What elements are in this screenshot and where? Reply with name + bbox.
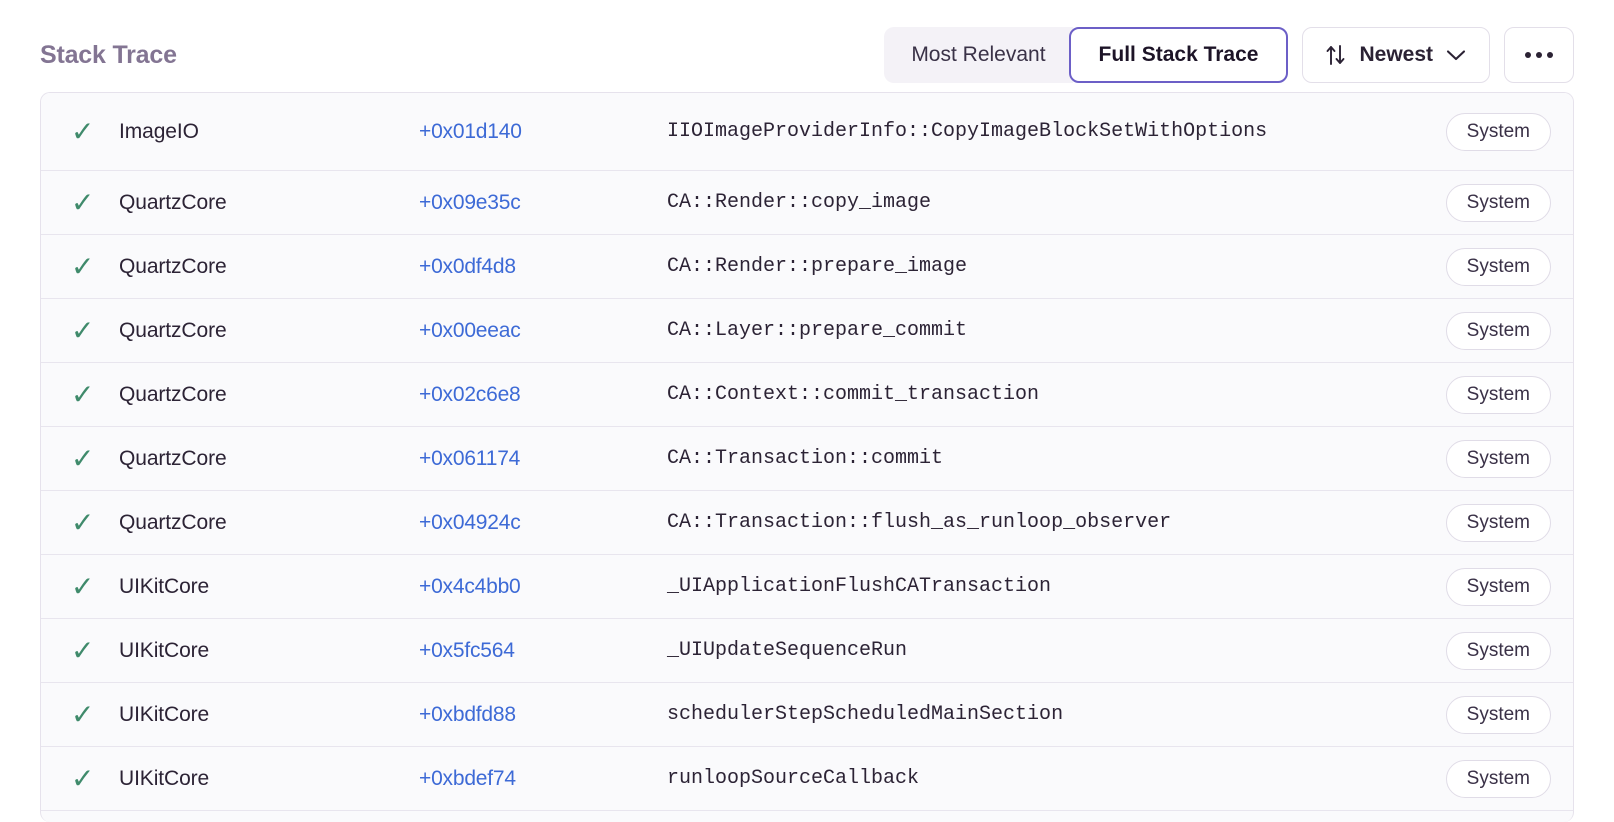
frame-badge-container: System <box>1445 311 1551 350</box>
frame-included-check-icon[interactable]: ✓ <box>71 570 95 602</box>
chevron-down-icon <box>1445 48 1467 62</box>
frame-symbol-name: IIOImageProviderInfo::CopyImageBlockSetW… <box>667 120 1268 143</box>
frame-offset-link[interactable]: +0x00eeac <box>419 318 521 342</box>
frame-included-check-icon[interactable]: ✓ <box>71 378 95 410</box>
frame-included-check-icon[interactable]: ✓ <box>71 634 95 666</box>
status-badge: System <box>1445 183 1551 222</box>
tab-full-stack-trace[interactable]: Full Stack Trace <box>1068 27 1289 83</box>
frame-symbol-name: schedulerStepScheduledMainSection <box>667 703 1064 726</box>
frame-module-name: UIKitCore <box>119 574 210 598</box>
status-badge: System <box>1445 439 1551 478</box>
table-row[interactable]: ✓ UIKitCore +0x5fc564 _UIUpdateSequenceRun S… <box>41 619 1573 683</box>
frame-badge-container: System <box>1445 567 1551 606</box>
frame-module-name: ImageIO <box>119 119 199 143</box>
frame-symbol-name: CA::Transaction::flush_as_runloop_observ… <box>667 511 1172 534</box>
frame-offset-link[interactable]: +0x01d140 <box>419 119 522 143</box>
frame-symbol-name: runloopSourceCallback <box>667 767 920 790</box>
status-badge: System <box>1445 112 1551 151</box>
table-row[interactable]: ✓ UIKitCore +0x4c4bb0 _UIApplicationFlushCA… <box>41 555 1573 619</box>
frame-module-name: UIKitCore <box>119 702 210 726</box>
table-row[interactable]: ✓ QuartzCore +0x04924c CA::Transaction::flu… <box>41 491 1573 555</box>
frame-symbol-name: CA::Render::prepare_image <box>667 255 968 278</box>
status-badge: System <box>1445 567 1551 606</box>
frame-module-name: QuartzCore <box>119 318 227 342</box>
frame-module-name: QuartzCore <box>119 382 227 406</box>
tab-most-relevant[interactable]: Most Relevant <box>884 27 1073 83</box>
stack-trace-view-segmented-control[interactable]: Most Relevant Full Stack Trace <box>884 27 1289 83</box>
table-row[interactable]: ✓ QuartzCore +0x09e35c CA::Render::copy_ima… <box>41 171 1573 235</box>
table-row[interactable]: ✓ QuartzCore +0x061174 CA::Transaction::com… <box>41 427 1573 491</box>
frame-offset-link[interactable]: +0x061174 <box>419 446 521 470</box>
table-row[interactable]: ✓ QuartzCore +0x00eeac CA::Layer::prepare_c… <box>41 299 1573 363</box>
header-controls: Most Relevant Full Stack Trace Newest <box>884 27 1578 83</box>
frame-offset-link[interactable]: +0x0df4d8 <box>419 254 516 278</box>
frame-module-name: QuartzCore <box>119 446 227 470</box>
frame-badge-container: System <box>1445 503 1551 542</box>
frame-included-check-icon[interactable]: ✓ <box>71 250 95 282</box>
frame-included-check-icon[interactable]: ✓ <box>71 442 95 474</box>
frame-module-name: QuartzCore <box>119 190 227 214</box>
frame-badge-container: System <box>1445 112 1551 151</box>
status-badge: System <box>1445 247 1551 286</box>
frame-module-name: UIKitCore <box>119 638 210 662</box>
table-row[interactable]: ✓ UIKitCore +0xbdfd88 schedulerStepSchedule… <box>41 683 1573 747</box>
status-badge: System <box>1445 631 1551 670</box>
more-options-button[interactable] <box>1504 27 1574 83</box>
frame-badge-container: System <box>1445 631 1551 670</box>
table-row[interactable]: ✓ QuartzCore +0x0df4d8 CA::Render::prepare_… <box>41 235 1573 299</box>
status-badge: System <box>1445 503 1551 542</box>
frame-included-check-icon[interactable]: ✓ <box>71 762 95 794</box>
sort-button-label: Newest <box>1359 43 1433 66</box>
frame-included-check-icon[interactable]: ✓ <box>71 506 95 538</box>
frame-symbol-name: _UIUpdateSequenceRun <box>667 639 908 662</box>
frame-symbol-name: CA::Context::commit_transaction <box>667 383 1040 406</box>
status-badge: System <box>1445 311 1551 350</box>
sort-button[interactable]: Newest <box>1302 27 1490 83</box>
frame-module-name: QuartzCore <box>119 254 227 278</box>
status-badge: System <box>1445 759 1551 798</box>
frame-offset-link[interactable]: +0x02c6e8 <box>419 382 521 406</box>
table-row[interactable]: ✓ UIKitCore +0xbdef74 runloopSourceCallback… <box>41 747 1573 811</box>
frame-included-check-icon[interactable]: ✓ <box>71 115 95 147</box>
table-row[interactable]: ✓ ImageIO +0x01d140 IIOImageProviderInfo::C… <box>41 93 1573 171</box>
table-row[interactable]: ✓ QuartzCore +0x02c6e8 CA::Context::commit_… <box>41 363 1573 427</box>
status-badge: System <box>1445 695 1551 734</box>
frame-included-check-icon[interactable]: ✓ <box>71 314 95 346</box>
frame-offset-link[interactable]: +0xbdfd88 <box>419 702 516 726</box>
frame-badge-container: System <box>1445 375 1551 414</box>
stack-trace-table[interactable]: ✓ ImageIO +0x01d140 IIOImageProviderInfo::C… <box>40 92 1574 822</box>
frame-offset-link[interactable]: +0x04924c <box>419 510 521 534</box>
frame-badge-container: System <box>1445 759 1551 798</box>
panel-header: Stack Trace Most Relevant Full Stack Tra… <box>0 0 1614 92</box>
status-badge: System <box>1445 375 1551 414</box>
frame-offset-link[interactable]: +0x5fc564 <box>419 638 515 662</box>
frame-included-check-icon[interactable]: ✓ <box>71 698 95 730</box>
frame-offset-link[interactable]: +0x09e35c <box>419 190 521 214</box>
frame-symbol-name: CA::Layer::prepare_commit <box>667 319 968 342</box>
frame-badge-container: System <box>1445 695 1551 734</box>
frame-symbol-name: CA::Transaction::commit <box>667 447 944 470</box>
frame-symbol-name: CA::Render::copy_image <box>667 191 932 214</box>
frame-module-name: UIKitCore <box>119 766 210 790</box>
frame-badge-container: System <box>1445 247 1551 286</box>
frame-offset-link[interactable]: +0xbdef74 <box>419 766 516 790</box>
ellipsis-icon <box>1525 52 1553 58</box>
page-title: Stack Trace <box>40 40 177 69</box>
frame-offset-link[interactable]: +0x4c4bb0 <box>419 574 521 598</box>
frame-badge-container: System <box>1445 183 1551 222</box>
frame-module-name: QuartzCore <box>119 510 227 534</box>
sort-arrows-icon <box>1325 43 1347 67</box>
frame-badge-container: System <box>1445 439 1551 478</box>
frame-symbol-name: _UIApplicationFlushCATransaction <box>667 575 1052 598</box>
frame-included-check-icon[interactable]: ✓ <box>71 186 95 218</box>
